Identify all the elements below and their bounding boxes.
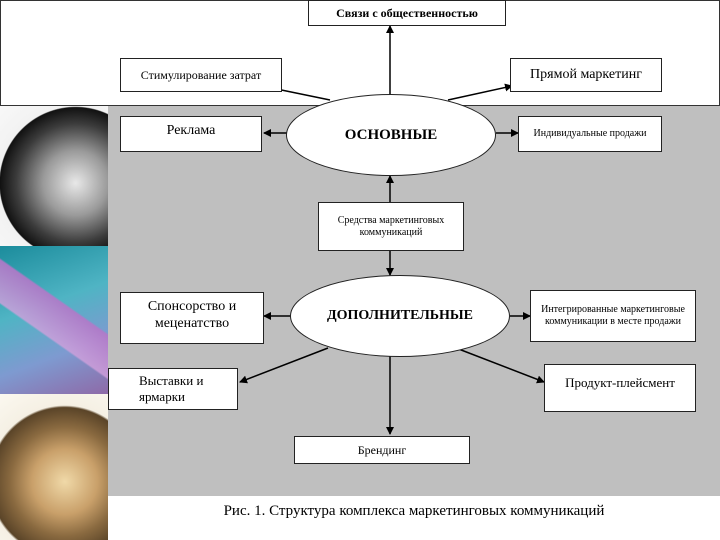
hub-extra-label: ДОПОЛНИТЕЛЬНЫЕ <box>327 308 473 323</box>
node-product-placement: Продукт-плейсмент <box>544 364 696 412</box>
arrow-to-direct-marketing <box>447 83 513 101</box>
hub-main-label: ОСНОВНЫЕ <box>344 126 438 143</box>
node-integrated-pos-label: Интегрированные маркетинговые коммуникац… <box>541 304 685 327</box>
node-direct-marketing: Прямой маркетинг <box>510 58 662 92</box>
node-sponsorship-label: Спонсорство и меценатство <box>147 299 237 331</box>
arrow-to-product-placement <box>455 347 545 384</box>
node-sales-promotion: Стимулирование затрат <box>120 58 282 92</box>
hub-extra: ДОПОЛНИТЕЛЬНЫЕ <box>290 275 510 357</box>
arrow-to-exhibitions <box>239 347 329 384</box>
globe-image-bottom <box>0 394 108 540</box>
node-product-placement-label: Продукт-плейсмент <box>565 375 675 390</box>
node-sponsorship: Спонсорство и меценатство <box>120 292 264 344</box>
node-center: Средства маркетинговых коммуникаций <box>318 202 464 251</box>
node-direct-marketing-label: Прямой маркетинг <box>530 66 642 82</box>
hub-main: ОСНОВНЫЕ <box>286 94 496 176</box>
node-exhibitions-label: Выставки и ярмарки <box>139 373 204 404</box>
node-integrated-pos: Интегрированные маркетинговые коммуникац… <box>530 290 696 342</box>
map-image-middle <box>0 246 108 394</box>
node-exhibitions: Выставки и ярмарки <box>108 368 238 410</box>
node-branding: Брендинг <box>294 436 470 464</box>
node-personal-selling-label: Индивидуальные продажи <box>533 128 647 139</box>
node-pr: Связи с общественностью <box>308 0 506 26</box>
node-advertising: Реклама <box>120 116 262 152</box>
figure-caption: Рис. 1. Структура комплекса маркетинговы… <box>223 503 605 519</box>
node-pr-label: Связи с общественностью <box>336 5 478 20</box>
node-branding-label: Брендинг <box>357 442 407 457</box>
node-personal-selling: Индивидуальные продажи <box>518 116 662 152</box>
node-center-label: Средства маркетинговых коммуникаций <box>337 214 445 238</box>
node-sales-promotion-label: Стимулирование затрат <box>140 67 262 82</box>
caption-panel <box>108 496 720 540</box>
node-advertising-label: Реклама <box>166 123 216 138</box>
globe-image-top <box>0 106 108 246</box>
